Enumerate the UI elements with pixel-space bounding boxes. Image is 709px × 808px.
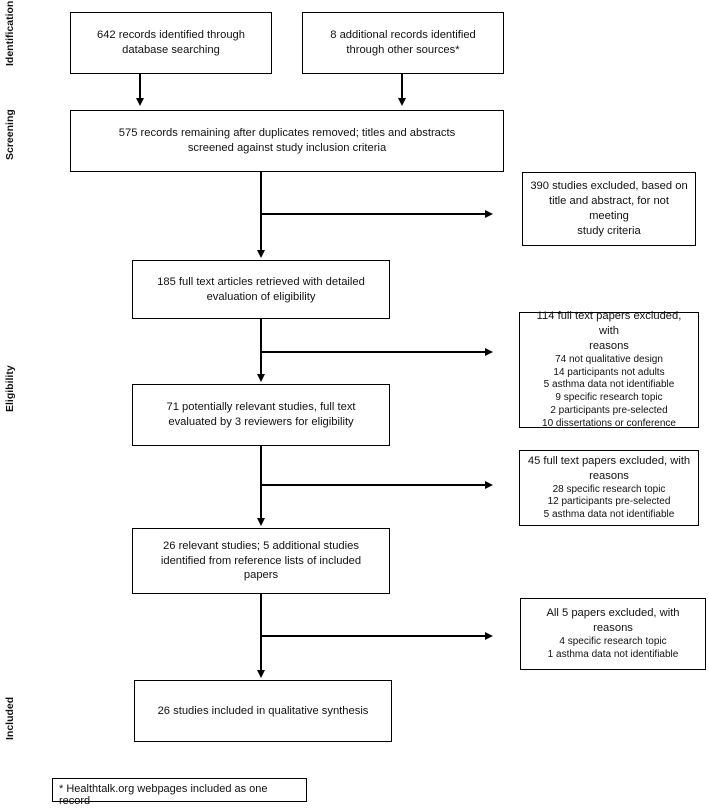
box-text-line: 26 relevant studies; 5 additional studie…: [163, 539, 359, 552]
box-text-line: screened against study inclusion criteri…: [187, 142, 387, 154]
box-text-line: 642 records identified through: [96, 29, 246, 42]
box-text-line: 575 records remaining after duplicates r…: [118, 127, 456, 140]
box-text-line: through other sources*: [346, 44, 460, 56]
other-records-box: 8 additional records identified through …: [302, 12, 504, 74]
included-box: 26 studies included in qualitative synth…: [134, 680, 392, 742]
exclusion-box-390: 390 studies excluded, based on title and…: [522, 172, 696, 246]
exclusion-heading-line: reasons: [589, 469, 629, 482]
exclusion-reason: 12 participants pre-selected: [547, 496, 671, 508]
potentially-relevant-box: 71 potentially relevant studies, full te…: [132, 384, 390, 446]
exclusion-heading-line: title and abstract, for not meeting: [548, 195, 670, 222]
exclusion-heading-line: All 5 papers excluded, with reasons: [546, 607, 680, 635]
exclusion-reason: 4 specific research topic: [559, 635, 667, 647]
relevant-studies-box: 26 relevant studies; 5 additional studie…: [132, 528, 390, 594]
exclusion-reason: 5 asthma data not identifiable: [543, 509, 675, 521]
box-text-line: papers: [243, 569, 279, 582]
after-duplicates-box: 575 records remaining after duplicates r…: [70, 110, 504, 172]
box-text-line: evaluation of eligibility: [206, 290, 316, 303]
exclusion-box-114: 114 full text papers excluded, with reas…: [519, 310, 699, 429]
exclusion-reason: 28 specific research topic: [552, 483, 666, 495]
exclusion-reason: 10 dissertations or conference: [542, 417, 676, 429]
box-text-line: 26 studies included in qualitative synth…: [157, 704, 369, 717]
box-text-line: 71 potentially relevant studies, full te…: [166, 401, 356, 414]
exclusion-heading-line: study criteria: [577, 224, 641, 237]
box-text-line: identified from reference lists of inclu…: [160, 554, 362, 567]
exclusion-reason: 1 asthma data not identifiable: [547, 648, 679, 660]
box-text-line: database searching: [122, 44, 220, 56]
exclusion-reason: 5 asthma data not identifiable: [543, 379, 675, 391]
exclusion-reason: 2 participants pre-selected: [550, 404, 668, 416]
box-text-line: 8 additional records identified: [330, 29, 476, 42]
exclusion-box-45: 45 full text papers excluded, with reaso…: [519, 450, 699, 526]
exclusion-heading-line: reasons: [589, 340, 629, 352]
fulltext-retrieved-box: 185 full text articles retrieved with de…: [132, 260, 390, 319]
box-text-line: evaluated by 3 reviewers for eligibility: [168, 416, 354, 428]
exclusion-reason: 14 participants not adults: [553, 366, 665, 378]
exclusion-reason: 9 specific research topic: [555, 392, 663, 404]
exclusion-box-5: All 5 papers excluded, with reasons 4 sp…: [520, 598, 706, 670]
exclusion-heading-line: 45 full text papers excluded, with: [527, 455, 691, 468]
exclusion-heading-line: 390 studies excluded, based on: [530, 180, 688, 193]
db-records-box: 642 records identified through database …: [70, 12, 272, 74]
footnote: * Healthtalk.org webpages included as on…: [52, 778, 307, 807]
exclusion-heading-line: 114 full text papers excluded, with: [536, 310, 682, 338]
exclusion-reason: 74 not qualitative design: [555, 353, 663, 365]
box-text-line: 185 full text articles retrieved with de…: [157, 275, 365, 288]
